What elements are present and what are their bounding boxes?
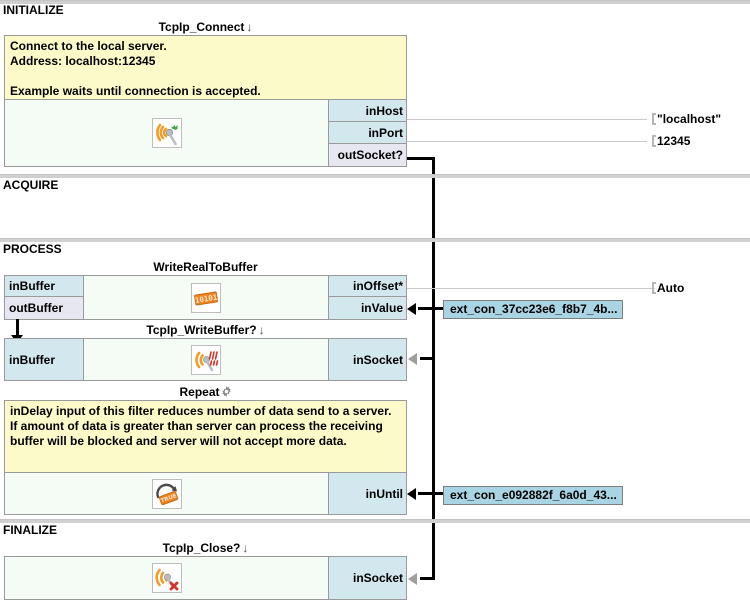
comment-text: inDelay input of this filter reduces num…	[10, 404, 392, 448]
filter-title-writerealtobuffer[interactable]: WriteRealToBuffer	[4, 260, 407, 274]
in-host-value[interactable]: "localhost"	[652, 112, 721, 126]
filter-comment-repeat: inDelay input of this filter reduces num…	[5, 401, 406, 473]
wire-outsocket-stub	[407, 157, 435, 160]
repeat-true-icon: TRUE	[151, 478, 182, 509]
wire-inhost	[407, 119, 647, 120]
wire-inoffset	[407, 288, 655, 289]
comment-line-blank	[10, 69, 402, 84]
filter-title-text: TcpIp_Close?	[162, 541, 241, 555]
filter-body-repeat: TRUE inUntil	[5, 473, 406, 514]
arrow-left-inuntil	[407, 488, 416, 500]
ext-con-inuntil[interactable]: ext_con_e092882f_6a0d_43...	[443, 486, 623, 505]
section-rule-initialize	[0, 0, 750, 4]
socket-bus	[432, 157, 435, 580]
port-column-right-wrtb: inOffset* inValue	[328, 276, 406, 319]
in-port-value[interactable]: 12345	[652, 134, 690, 148]
section-rule-process	[0, 238, 750, 242]
section-label-finalize: FINALIZE	[3, 523, 57, 537]
filter-title-tcpip-writebuffer[interactable]: TcpIp_WriteBuffer?↓	[4, 323, 407, 337]
svg-text:10101: 10101	[194, 292, 218, 304]
svg-text:TRUE: TRUE	[160, 493, 178, 504]
filter-title-tcpip-close[interactable]: TcpIp_Close?↓	[4, 541, 407, 555]
filter-block-tcpip-close[interactable]: inSocket	[4, 556, 407, 600]
filter-body-tcpip-writebuffer: inBuffer inSocke	[5, 339, 406, 380]
port-column-right-wb: inSocket	[328, 339, 406, 380]
port-column-right-connect: inHost inPort outSocket?	[328, 100, 406, 166]
section-label-acquire: ACQUIRE	[3, 178, 59, 192]
port-column-right-repeat: inUntil	[328, 473, 406, 514]
wire-inport	[407, 141, 647, 142]
filter-title-repeat[interactable]: Repeat	[4, 385, 407, 399]
antenna-write-icon	[191, 344, 221, 375]
comment-line: Connect to the local server.	[10, 39, 167, 53]
binary-data-icon: 10101	[191, 282, 221, 313]
filter-title-text: TcpIp_Connect	[158, 20, 245, 34]
section-rule-finalize	[0, 519, 750, 523]
port-outsocket[interactable]: outSocket?	[329, 144, 406, 166]
antenna-connect-icon	[151, 118, 182, 148]
filter-title-text: Repeat	[179, 385, 220, 399]
port-invalue[interactable]: inValue	[329, 297, 406, 319]
chevron-down-icon: ↓	[246, 20, 253, 34]
antenna-close-icon	[151, 563, 182, 593]
section-label-process: PROCESS	[3, 242, 62, 256]
filter-body-tcpip-close: inSocket	[5, 557, 406, 599]
port-inbuffer[interactable]: inBuffer	[5, 339, 83, 380]
filter-block-writerealtobuffer[interactable]: inBuffer outBuffer 10101 inOffset* inVal…	[4, 275, 407, 320]
chevron-down-icon: ↓	[242, 541, 249, 555]
port-column-left-wb: inBuffer	[5, 339, 84, 380]
port-column-left-wrtb: inBuffer outBuffer	[5, 276, 84, 319]
port-inuntil[interactable]: inUntil	[329, 473, 406, 514]
filter-comment-tcpip-connect: Connect to the local server. Address: lo…	[5, 36, 406, 100]
filter-block-tcpip-connect[interactable]: Connect to the local server. Address: lo…	[4, 35, 407, 167]
gear-icon	[221, 386, 232, 397]
filter-icon-cell: TRUE	[5, 473, 328, 514]
port-insocket[interactable]: inSocket	[329, 339, 406, 380]
arrow-left-insocket-close	[408, 573, 417, 585]
port-inbuffer[interactable]: inBuffer	[5, 276, 83, 297]
port-inhost[interactable]: inHost	[329, 100, 406, 122]
ext-con-invalue[interactable]: ext_con_37cc23e6_f8b7_4b...	[443, 300, 624, 319]
filter-icon-cell	[5, 557, 328, 599]
filter-body-tcpip-connect: inHost inPort outSocket?	[5, 100, 406, 166]
section-label-initialize: INITIALIZE	[3, 3, 64, 17]
comment-line: Example waits until connection is accept…	[10, 84, 261, 98]
wire-outbuffer-to-inbuffer	[16, 319, 19, 337]
port-inport[interactable]: inPort	[329, 122, 406, 144]
section-rule-acquire	[0, 174, 750, 178]
filter-icon-cell	[5, 100, 328, 166]
port-column-right-close: inSocket	[328, 557, 406, 599]
filter-title-text: WriteRealToBuffer	[153, 260, 258, 274]
filter-icon-cell	[84, 339, 328, 380]
filter-block-repeat[interactable]: inDelay input of this filter reduces num…	[4, 400, 407, 515]
filter-title-tcpip-connect[interactable]: TcpIp_Connect↓	[4, 20, 407, 34]
port-inoffset[interactable]: inOffset*	[329, 276, 406, 297]
chevron-down-icon: ↓	[258, 323, 265, 337]
in-offset-value[interactable]: Auto	[652, 281, 684, 295]
filter-icon-cell: 10101	[84, 276, 328, 319]
filter-body-writerealtobuffer: inBuffer outBuffer 10101 inOffset* inVal…	[5, 276, 406, 319]
wire-insocket-writebuffer	[420, 357, 435, 360]
arrow-left-insocket-writebuffer	[408, 353, 417, 365]
port-insocket[interactable]: inSocket	[329, 557, 406, 599]
filter-block-tcpip-writebuffer[interactable]: inBuffer inSocke	[4, 338, 407, 381]
filter-title-text: TcpIp_WriteBuffer?	[146, 323, 257, 337]
wire-insocket-close	[420, 577, 435, 580]
port-outbuffer[interactable]: outBuffer	[5, 297, 83, 319]
arrow-left-invalue	[407, 303, 416, 315]
comment-line: Address: localhost:12345	[10, 54, 156, 68]
